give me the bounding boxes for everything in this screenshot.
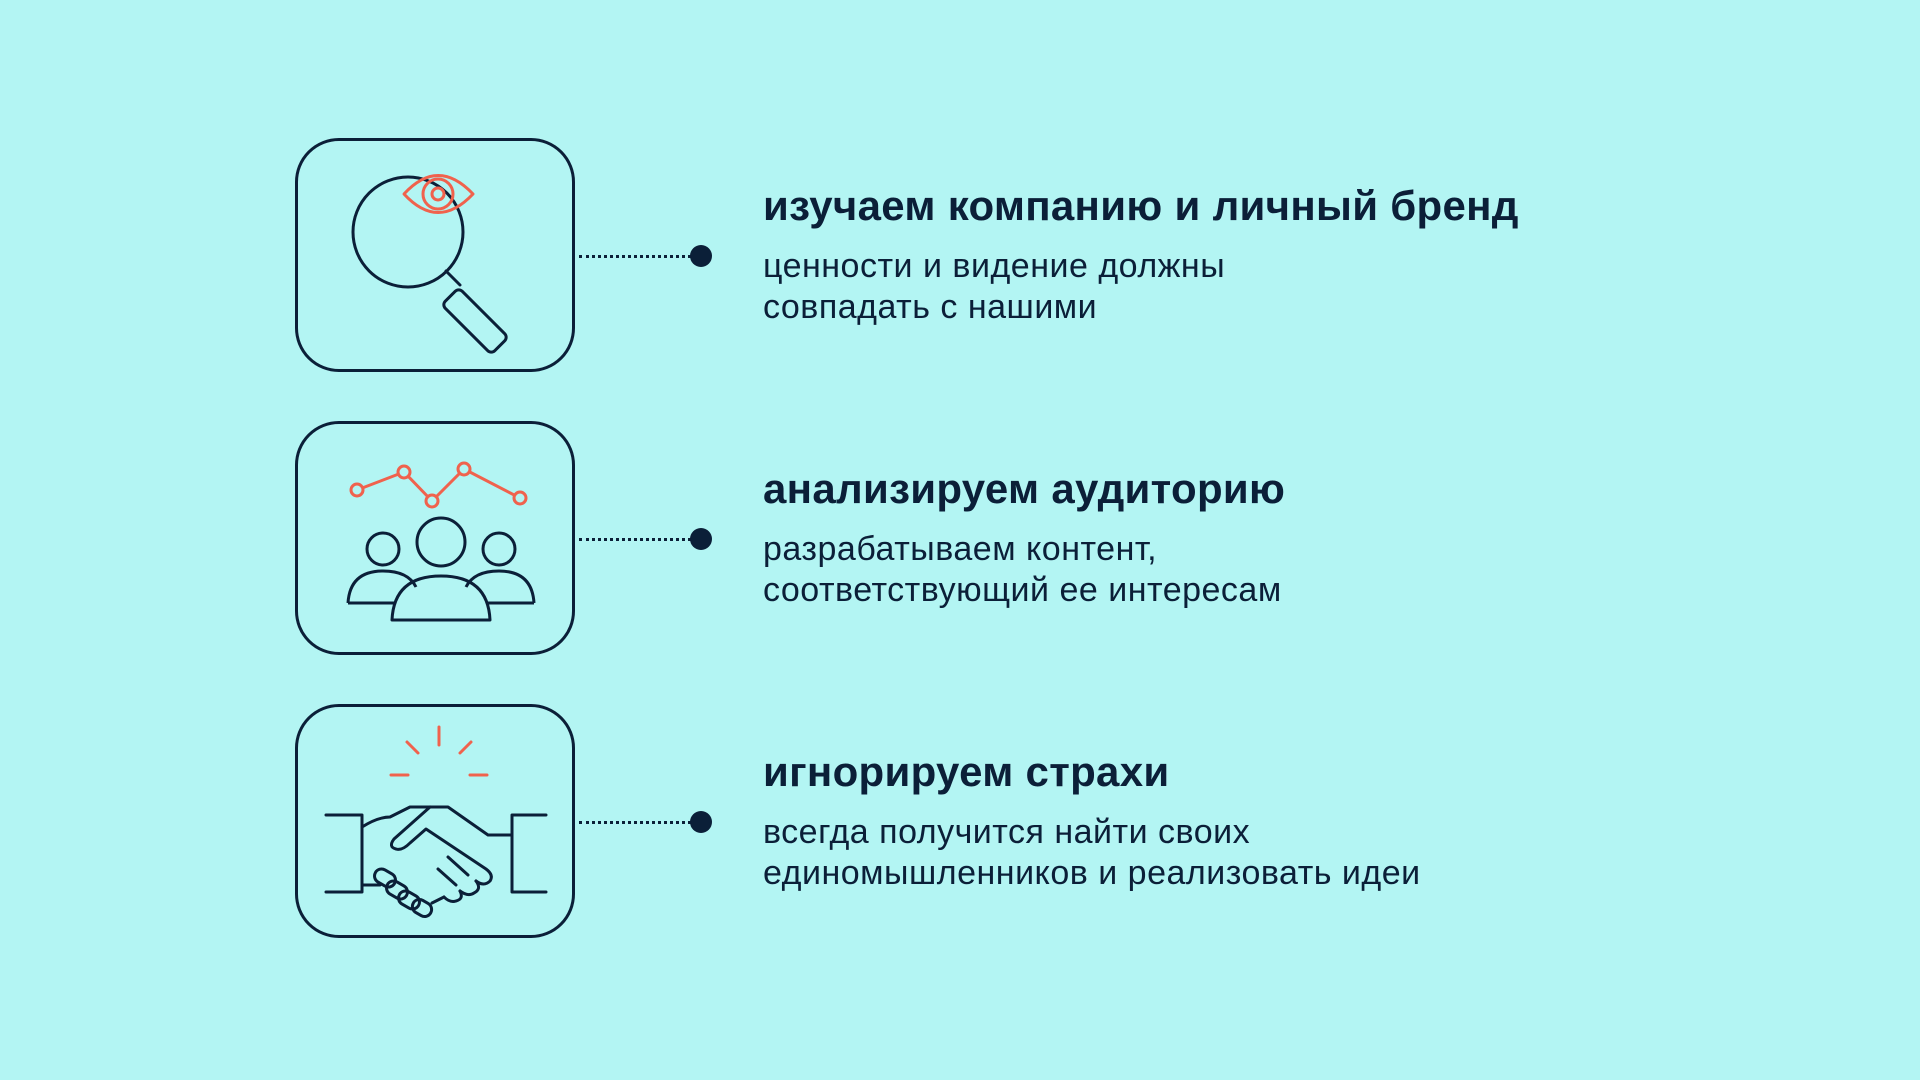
step-icon-box	[295, 704, 575, 938]
step-title: анализируем аудиторию	[763, 465, 1286, 512]
handshake-icon	[324, 725, 548, 918]
connector-line	[579, 255, 691, 258]
step-description: разрабатываем контент, соответствующий е…	[763, 529, 1663, 611]
step-item: анализируем аудиторию разрабатываем конт…	[295, 421, 1695, 661]
step-title: изучаем компанию и личный бренд	[763, 182, 1519, 229]
connector-line	[579, 821, 691, 824]
step-description: ценности и видение должны совпадать с на…	[763, 246, 1663, 328]
step-item: изучаем компанию и личный бренд ценности…	[295, 138, 1695, 378]
connector-line	[579, 538, 691, 541]
connector-dot	[690, 245, 712, 267]
step-description-line: всегда получится найти своих	[763, 813, 1251, 851]
step-description-line: единомышленников и реализовать идеи	[763, 854, 1421, 892]
step-description-line: разрабатываем контент,	[763, 530, 1158, 568]
step-item: игнорируем страхи всегда получится найти…	[295, 704, 1695, 944]
step-description-line: ценности и видение должны	[763, 247, 1226, 285]
step-text: анализируем аудиторию разрабатываем конт…	[763, 463, 1663, 611]
step-text: игнорируем страхи всегда получится найти…	[763, 746, 1663, 894]
step-description-line: соответствующий ее интересам	[763, 571, 1282, 609]
step-text: изучаем компанию и личный бренд ценности…	[763, 180, 1663, 328]
step-description-line: совпадать с нашими	[763, 288, 1098, 326]
step-icon-box	[295, 138, 575, 372]
step-title: игнорируем страхи	[763, 748, 1170, 795]
step-icon-box	[295, 421, 575, 655]
step-description: всегда получится найти своих единомышлен…	[763, 812, 1663, 894]
magnifier-eye-icon	[351, 174, 508, 354]
connector-dot	[690, 811, 712, 833]
connector-dot	[690, 528, 712, 550]
audience-chart-icon	[346, 461, 536, 622]
